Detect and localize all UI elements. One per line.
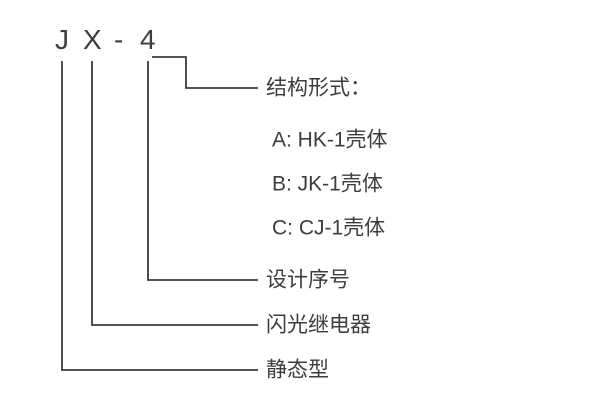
flash-relay-label: 闪光继电器 — [266, 313, 371, 337]
model-char-x: X — [83, 24, 102, 55]
connector-structure-form — [152, 56, 258, 89]
connector-flash-relay — [91, 61, 258, 326]
structure-option-a: A: HK-1壳体 — [272, 128, 388, 152]
structure-option-b: B: JK-1壳体 — [272, 172, 383, 196]
model-char-4: 4 — [140, 24, 156, 55]
connector-design-serial — [147, 61, 258, 281]
model-char-j: J — [55, 24, 69, 55]
connector-static-type — [61, 61, 258, 371]
static-type-label: 静态型 — [266, 358, 329, 382]
structure-option-c: C: CJ-1壳体 — [272, 216, 386, 240]
model-char-dash: - — [114, 24, 124, 55]
design-serial-label: 设计序号 — [266, 268, 350, 292]
structure-form-label: 结构形式： — [266, 76, 371, 100]
